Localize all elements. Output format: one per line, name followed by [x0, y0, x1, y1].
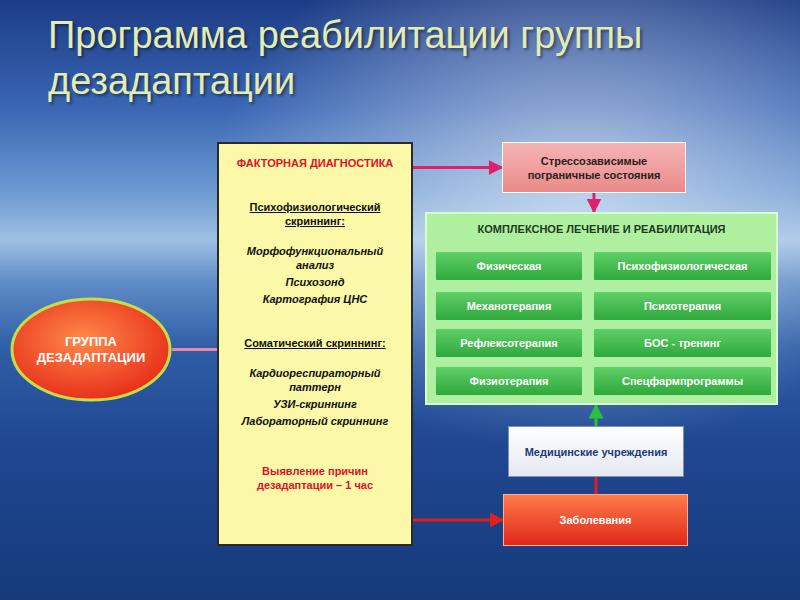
node-label: Медицинские учреждения — [525, 445, 668, 459]
diagnostics-text: ФАКТОРНАЯ ДИАГНОСТИКА — [227, 156, 403, 170]
node-label: Стрессозависимые пограничные состояния — [511, 154, 677, 182]
node-label: Заболевания — [560, 513, 632, 527]
node-label: Механотерапия — [467, 299, 552, 313]
method-button: Механотерапия — [435, 291, 583, 321]
diagnostics-text: Психозонд — [227, 275, 403, 289]
node-label: Спецфармпрограммы — [622, 374, 743, 388]
connector-arrow — [413, 166, 502, 169]
condition-box: Стрессозависимые пограничные состояния — [502, 142, 686, 193]
connector-arrow — [593, 193, 596, 212]
method-button: Рефлексотерапия — [435, 328, 583, 358]
diagnostics-text: Лабораторный скриннинг — [227, 414, 403, 428]
node-label: Физическая — [477, 259, 542, 273]
node-label: Психофизиологическая — [618, 259, 748, 273]
diagnostics-text: Картография ЦНС — [227, 292, 403, 306]
node-label: Рефлексотерапия — [460, 336, 558, 350]
diagnostics-text: Морфофункциональный анализ — [227, 244, 403, 272]
connector-arrow — [172, 348, 217, 351]
diagnostics-text: Психофизиологический скриннинг: — [227, 200, 403, 228]
node-label: КОМПЛЕКСНОЕ ЛЕЧЕНИЕ И РЕАБИЛИТАЦИЯ — [433, 222, 770, 236]
method-button: Физическая — [435, 251, 583, 281]
diagnostics-box: ФАКТОРНАЯ ДИАГНОСТИКА Психофизиологически… — [217, 142, 413, 546]
node-label: ГРУППА ДЕЗАДАПТАЦИИ — [32, 334, 150, 366]
page-title: Программа реабилитации группы дезадаптац… — [48, 12, 778, 104]
method-button: БОС - тренинг — [593, 328, 772, 358]
group-ellipse: ГРУППА ДЕЗАДАПТАЦИИ — [10, 297, 172, 402]
connector-arrow — [413, 519, 503, 522]
connector-arrow — [595, 405, 598, 426]
method-button: Психотерапия — [593, 291, 772, 321]
disease-box: Заболевания — [503, 494, 688, 546]
node-label: БОС - тренинг — [644, 336, 721, 350]
node-label: Психотерапия — [644, 299, 721, 313]
node-label: Физиотерапия — [470, 374, 549, 388]
method-button: Физиотерапия — [435, 366, 583, 396]
diagnostics-text: Соматический скриннинг: — [227, 336, 403, 350]
method-button: Спецфармпрограммы — [593, 366, 772, 396]
diagnostics-text: УЗИ-скриннинг — [227, 397, 403, 411]
institution-box: Медицинские учреждения — [508, 426, 684, 477]
treatment-panel: КОМПЛЕКСНОЕ ЛЕЧЕНИЕ И РЕАБИЛИТАЦИЯ Физиче… — [425, 212, 778, 405]
connector-arrow — [595, 477, 598, 494]
diagnostics-text: Выявление причин дезадаптации – 1 час — [227, 464, 403, 492]
method-button: Психофизиологическая — [593, 251, 772, 281]
diagnostics-text: Кардиореспираторный паттерн — [227, 366, 403, 394]
